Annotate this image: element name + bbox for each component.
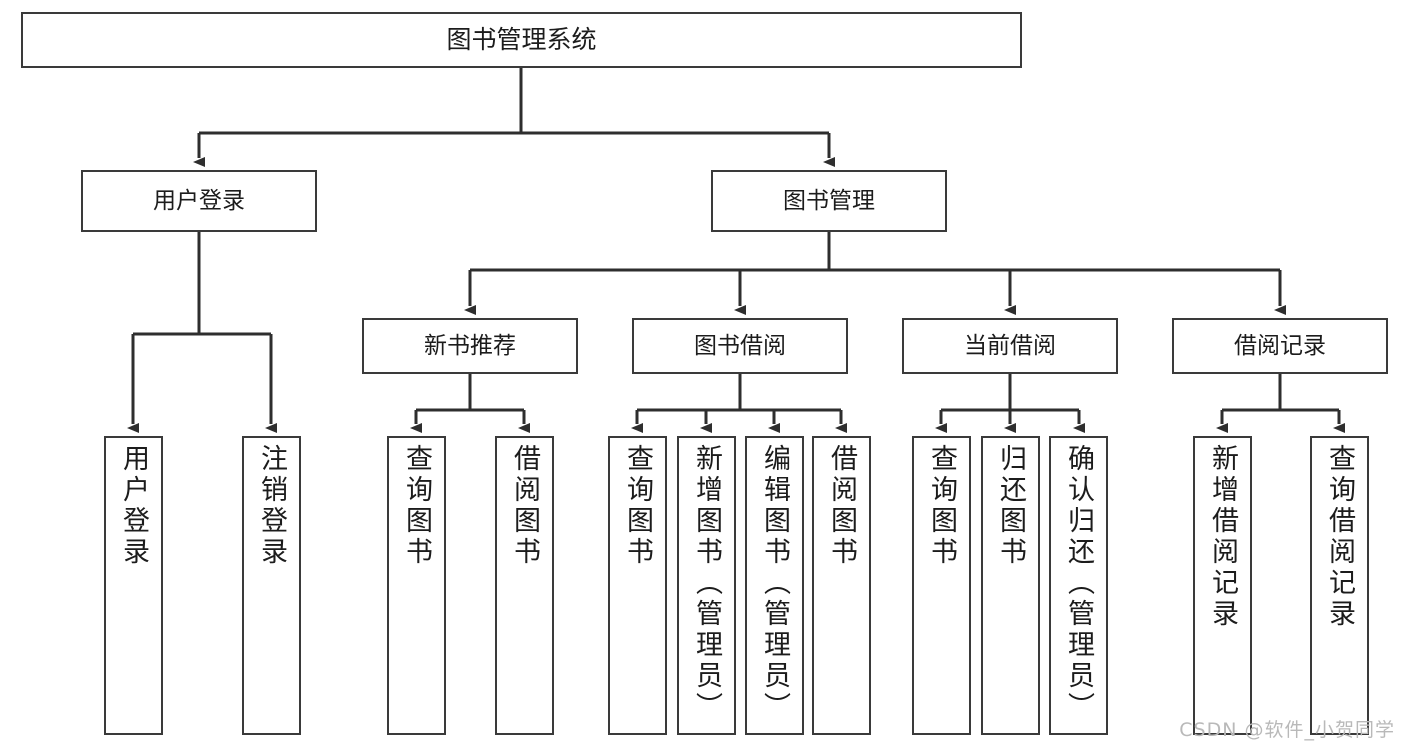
node-label: 借阅图书 xyxy=(826,444,857,568)
leaf-confirm-return-admin[interactable]: 确认归还（管理员） xyxy=(1049,436,1108,735)
node-label: 新增借阅记录 xyxy=(1207,444,1238,630)
leaf-add-book-admin[interactable]: 新增图书（管理员） xyxy=(677,436,736,735)
node-book-management-system[interactable]: 图书管理系统 xyxy=(21,12,1022,68)
leaf-query-book-recommend[interactable]: 查询图书 xyxy=(387,436,446,735)
node-current-borrow[interactable]: 当前借阅 xyxy=(902,318,1118,374)
node-label: 图书管理 xyxy=(783,187,875,214)
node-label: 查询借阅记录 xyxy=(1324,444,1355,630)
node-book-management[interactable]: 图书管理 xyxy=(711,170,947,232)
node-label: 归还图书 xyxy=(995,444,1026,568)
leaf-query-book-current[interactable]: 查询图书 xyxy=(912,436,971,735)
node-label: 用户登录 xyxy=(153,187,245,214)
node-label: 图书管理系统 xyxy=(446,24,597,54)
leaf-borrow-book[interactable]: 借阅图书 xyxy=(812,436,871,735)
node-label: 新书推荐 xyxy=(424,332,516,359)
node-borrow-record[interactable]: 借阅记录 xyxy=(1172,318,1388,374)
node-user-login[interactable]: 用户登录 xyxy=(81,170,317,232)
node-label: 查询图书 xyxy=(622,444,653,568)
node-label: 查询图书 xyxy=(926,444,957,568)
leaf-return-book[interactable]: 归还图书 xyxy=(981,436,1040,735)
node-label: 编辑图书（管理员） xyxy=(759,444,790,723)
node-label: 图书借阅 xyxy=(694,332,786,359)
node-label: 当前借阅 xyxy=(964,332,1056,359)
leaf-query-borrow-record[interactable]: 查询借阅记录 xyxy=(1310,436,1369,735)
node-label: 借阅图书 xyxy=(509,444,540,568)
leaf-logout[interactable]: 注销登录 xyxy=(242,436,301,735)
leaf-borrow-book-recommend[interactable]: 借阅图书 xyxy=(495,436,554,735)
node-book-borrow[interactable]: 图书借阅 xyxy=(632,318,848,374)
node-label: 注销登录 xyxy=(256,444,287,568)
node-label: 新增图书（管理员） xyxy=(691,444,722,723)
node-label: 借阅记录 xyxy=(1234,332,1326,359)
node-label: 查询图书 xyxy=(401,444,432,568)
leaf-add-borrow-record[interactable]: 新增借阅记录 xyxy=(1193,436,1252,735)
node-label: 用户登录 xyxy=(118,444,149,568)
leaf-edit-book-admin[interactable]: 编辑图书（管理员） xyxy=(745,436,804,735)
leaf-user-login[interactable]: 用户登录 xyxy=(104,436,163,735)
node-new-book-recommend[interactable]: 新书推荐 xyxy=(362,318,578,374)
node-label: 确认归还（管理员） xyxy=(1063,444,1094,723)
leaf-query-book-borrow[interactable]: 查询图书 xyxy=(608,436,667,735)
